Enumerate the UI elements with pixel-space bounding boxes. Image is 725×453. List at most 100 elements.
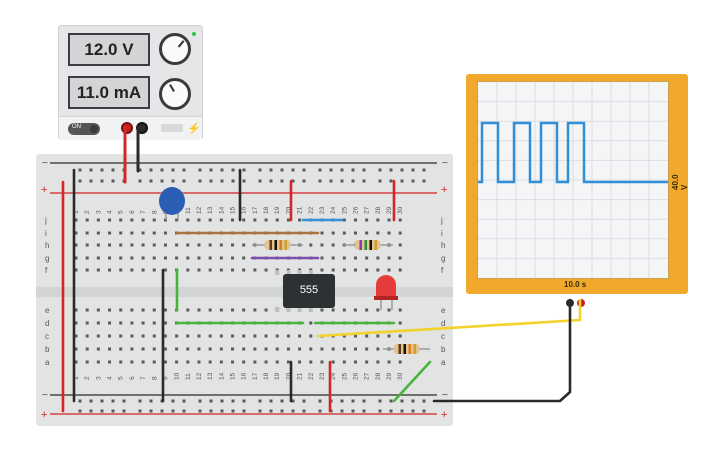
terminal-hole[interactable] bbox=[376, 231, 380, 235]
terminal-hole[interactable] bbox=[108, 256, 112, 260]
terminal-hole[interactable] bbox=[253, 360, 257, 364]
terminal-hole[interactable] bbox=[376, 334, 380, 338]
terminal-hole[interactable] bbox=[365, 256, 369, 260]
terminal-hole[interactable] bbox=[242, 308, 246, 312]
terminal-hole[interactable] bbox=[286, 360, 290, 364]
power-button[interactable]: ON bbox=[68, 123, 100, 135]
rail-hole[interactable] bbox=[318, 168, 322, 172]
terminal-hole[interactable] bbox=[342, 268, 346, 272]
terminal-hole[interactable] bbox=[152, 231, 156, 235]
terminal-hole[interactable] bbox=[186, 243, 190, 247]
terminal-hole[interactable] bbox=[365, 347, 369, 351]
terminal-hole[interactable] bbox=[85, 334, 89, 338]
terminal-hole[interactable] bbox=[163, 321, 167, 325]
terminal-hole[interactable] bbox=[152, 334, 156, 338]
rail-hole[interactable] bbox=[411, 399, 415, 403]
rail-hole[interactable] bbox=[231, 168, 235, 172]
rail-hole[interactable] bbox=[362, 179, 366, 183]
rail-hole[interactable] bbox=[389, 409, 393, 413]
terminal-hole[interactable] bbox=[342, 347, 346, 351]
terminal-hole[interactable] bbox=[175, 243, 179, 247]
terminal-hole[interactable] bbox=[108, 243, 112, 247]
terminal-hole[interactable] bbox=[130, 256, 134, 260]
terminal-hole[interactable] bbox=[376, 308, 380, 312]
terminal-hole[interactable] bbox=[130, 321, 134, 325]
terminal-hole[interactable] bbox=[152, 243, 156, 247]
rail-hole[interactable] bbox=[138, 409, 142, 413]
terminal-hole[interactable] bbox=[96, 218, 100, 222]
terminal-hole[interactable] bbox=[387, 231, 391, 235]
terminal-hole[interactable] bbox=[85, 268, 89, 272]
terminal-hole[interactable] bbox=[96, 334, 100, 338]
terminal-hole[interactable] bbox=[398, 243, 402, 247]
terminal-hole[interactable] bbox=[130, 268, 134, 272]
terminal-hole[interactable] bbox=[398, 308, 402, 312]
rail-hole[interactable] bbox=[411, 409, 415, 413]
rail-hole[interactable] bbox=[149, 409, 153, 413]
terminal-hole[interactable] bbox=[376, 218, 380, 222]
terminal-hole[interactable] bbox=[376, 360, 380, 364]
rail-hole[interactable] bbox=[389, 399, 393, 403]
terminal-hole[interactable] bbox=[398, 268, 402, 272]
terminal-hole[interactable] bbox=[141, 308, 145, 312]
terminal-hole[interactable] bbox=[275, 334, 279, 338]
rail-hole[interactable] bbox=[209, 409, 213, 413]
rail-hole[interactable] bbox=[302, 399, 306, 403]
terminal-hole[interactable] bbox=[387, 308, 391, 312]
terminal-hole[interactable] bbox=[309, 243, 313, 247]
terminal-hole[interactable] bbox=[242, 256, 246, 260]
terminal-hole[interactable] bbox=[197, 308, 201, 312]
terminal-hole[interactable] bbox=[119, 308, 123, 312]
rail-hole[interactable] bbox=[389, 168, 393, 172]
terminal-hole[interactable] bbox=[320, 243, 324, 247]
rail-hole[interactable] bbox=[302, 409, 306, 413]
terminal-hole[interactable] bbox=[253, 308, 257, 312]
terminal-hole[interactable] bbox=[152, 256, 156, 260]
rail-hole[interactable] bbox=[138, 168, 142, 172]
terminal-hole[interactable] bbox=[231, 347, 235, 351]
terminal-hole[interactable] bbox=[298, 218, 302, 222]
rail-hole[interactable] bbox=[280, 399, 284, 403]
terminal-hole[interactable] bbox=[175, 334, 179, 338]
terminal-hole[interactable] bbox=[231, 334, 235, 338]
terminal-hole[interactable] bbox=[163, 308, 167, 312]
terminal-hole[interactable] bbox=[275, 360, 279, 364]
terminal-hole[interactable] bbox=[175, 218, 179, 222]
terminal-hole[interactable] bbox=[398, 218, 402, 222]
rail-hole[interactable] bbox=[220, 168, 224, 172]
rail-hole[interactable] bbox=[378, 399, 382, 403]
rail-hole[interactable] bbox=[111, 168, 115, 172]
terminal-hole[interactable] bbox=[85, 321, 89, 325]
terminal-hole[interactable] bbox=[242, 360, 246, 364]
terminal-hole[interactable] bbox=[342, 360, 346, 364]
terminal-hole[interactable] bbox=[331, 243, 335, 247]
rail-hole[interactable] bbox=[340, 409, 344, 413]
rail-hole[interactable] bbox=[111, 399, 115, 403]
terminal-hole[interactable] bbox=[197, 334, 201, 338]
rail-hole[interactable] bbox=[291, 409, 295, 413]
rail-hole[interactable] bbox=[400, 179, 404, 183]
terminal-hole[interactable] bbox=[186, 347, 190, 351]
terminal-hole[interactable] bbox=[163, 360, 167, 364]
terminal-hole[interactable] bbox=[365, 218, 369, 222]
terminal-hole[interactable] bbox=[152, 347, 156, 351]
rail-hole[interactable] bbox=[89, 399, 93, 403]
terminal-hole[interactable] bbox=[253, 218, 257, 222]
terminal-hole[interactable] bbox=[208, 256, 212, 260]
terminal-hole[interactable] bbox=[186, 308, 190, 312]
terminal-hole[interactable] bbox=[96, 243, 100, 247]
terminal-hole[interactable] bbox=[354, 256, 357, 260]
terminal-hole[interactable] bbox=[96, 308, 100, 312]
rail-hole[interactable] bbox=[242, 179, 246, 183]
terminal-hole[interactable] bbox=[108, 321, 112, 325]
terminal-hole[interactable] bbox=[219, 347, 223, 351]
terminal-hole[interactable] bbox=[342, 218, 346, 222]
rail-hole[interactable] bbox=[362, 399, 366, 403]
rail-hole[interactable] bbox=[389, 179, 393, 183]
terminal-hole[interactable] bbox=[275, 347, 279, 351]
rail-hole[interactable] bbox=[351, 399, 355, 403]
terminal-hole[interactable] bbox=[365, 360, 369, 364]
terminal-hole[interactable] bbox=[74, 321, 78, 325]
terminal-hole[interactable] bbox=[387, 268, 391, 272]
terminal-hole[interactable] bbox=[130, 218, 134, 222]
